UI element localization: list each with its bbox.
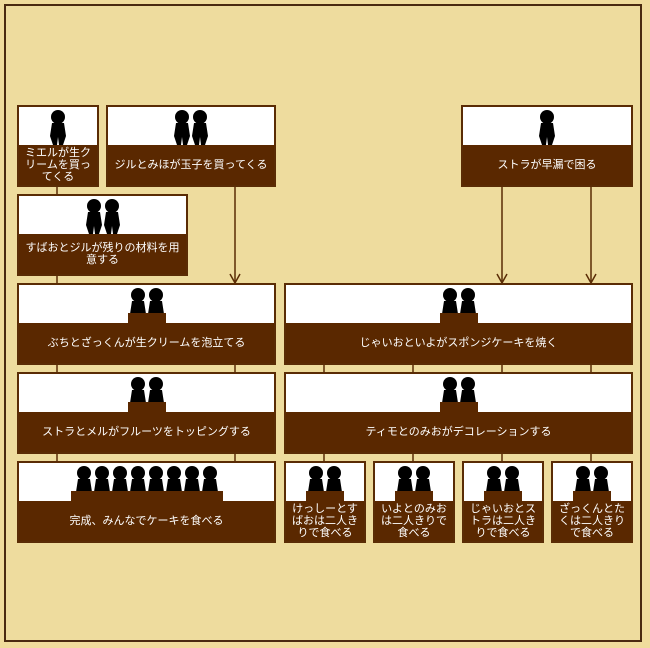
people-icon [395, 466, 433, 501]
step-label: じゃいおといよがスポンジケーキを焼く [286, 323, 631, 363]
step-illustration [19, 196, 186, 234]
step-box: 完成、みんなでケーキを食べる [17, 461, 276, 543]
step-illustration [553, 463, 631, 501]
step-label: いよとのみおは二人きりで食べる [375, 501, 453, 541]
step-illustration [19, 107, 97, 145]
people-icon [439, 288, 478, 323]
people-icon [439, 377, 478, 412]
people-icon [85, 199, 120, 234]
people-icon [174, 110, 208, 145]
step-box: ミエルが生クリームを買ってくる [17, 105, 99, 187]
step-label: ぶちとざっくんが生クリームを泡立てる [19, 323, 274, 363]
step-box: ジルとみほが玉子を買ってくる [106, 105, 276, 187]
step-illustration [463, 107, 631, 145]
step-label: ミエルが生クリームを買ってくる [19, 145, 97, 185]
table-icon [484, 491, 522, 501]
step-box: じゃいおとストラは二人きりで食べる [462, 461, 544, 543]
step-box: ストラとメルがフルーツをトッピングする [17, 372, 276, 454]
step-illustration [19, 374, 274, 412]
step-illustration [464, 463, 542, 501]
table-icon [127, 313, 166, 323]
people-icon [50, 110, 66, 145]
step-label: ざっくんとたくは二人きりで食べる [553, 501, 631, 541]
step-label: ストラが早漏で困る [463, 145, 631, 185]
people-icon [127, 288, 166, 323]
step-box: すばおとジルが残りの材料を用意する [17, 194, 188, 276]
step-box: いよとのみおは二人きりで食べる [373, 461, 455, 543]
table-icon [573, 491, 611, 501]
people-icon [484, 466, 522, 501]
step-illustration [19, 285, 274, 323]
people-icon [306, 466, 344, 501]
step-label: すばおとジルが残りの材料を用意する [19, 234, 186, 274]
step-illustration [19, 463, 274, 501]
step-label: ジルとみほが玉子を買ってくる [108, 145, 274, 185]
people-icon [127, 377, 166, 412]
step-box: ストラが早漏で困る [461, 105, 633, 187]
table-icon [127, 402, 166, 412]
step-box: ざっくんとたくは二人きりで食べる [551, 461, 633, 543]
people-icon [539, 110, 555, 145]
step-illustration [108, 107, 274, 145]
step-box: ぶちとざっくんが生クリームを泡立てる [17, 283, 276, 365]
step-box: ティモとのみおがデコレーションする [284, 372, 633, 454]
step-box: じゃいおといよがスポンジケーキを焼く [284, 283, 633, 365]
table-icon [439, 313, 478, 323]
table-icon [306, 491, 344, 501]
step-illustration [286, 463, 364, 501]
step-illustration [286, 285, 631, 323]
table-icon [395, 491, 433, 501]
step-illustration [375, 463, 453, 501]
step-illustration [286, 374, 631, 412]
people-icon [70, 466, 223, 501]
table-icon [70, 491, 223, 501]
people-icon [573, 466, 611, 501]
step-label: ティモとのみおがデコレーションする [286, 412, 631, 452]
step-box: けっしーとすばおは二人きりで食べる [284, 461, 366, 543]
step-label: けっしーとすばおは二人きりで食べる [286, 501, 364, 541]
step-label: ストラとメルがフルーツをトッピングする [19, 412, 274, 452]
table-icon [439, 402, 478, 412]
step-label: 完成、みんなでケーキを食べる [19, 501, 274, 541]
step-label: じゃいおとストラは二人きりで食べる [464, 501, 542, 541]
